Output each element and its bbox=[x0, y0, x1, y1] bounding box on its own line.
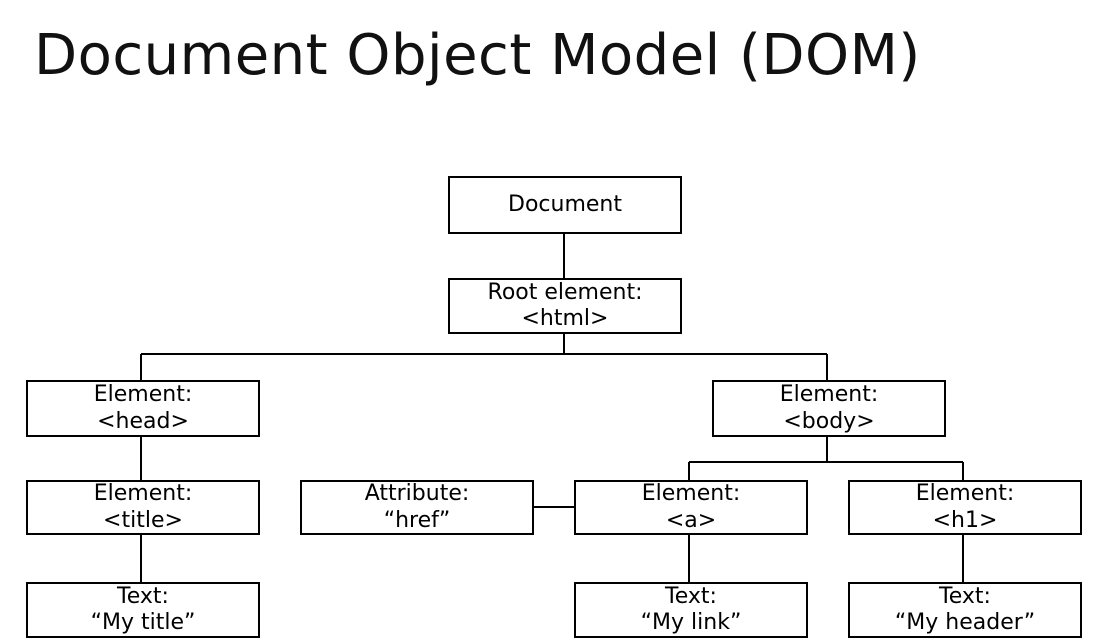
node-text-link-label: Text: bbox=[665, 583, 717, 609]
node-text-my-link: Text: “My link” bbox=[574, 582, 808, 638]
node-h1-label: Element: bbox=[915, 481, 1015, 507]
node-a-element: Element: <a> bbox=[574, 480, 808, 535]
node-root-tag: <html> bbox=[521, 306, 609, 331]
node-h1-element: Element: <h1> bbox=[848, 480, 1082, 535]
node-head-label: Element: bbox=[93, 382, 193, 408]
node-text-my-header: Text: “My header” bbox=[848, 582, 1082, 638]
node-head-tag: <head> bbox=[97, 408, 189, 434]
node-a-label: Element: bbox=[641, 481, 741, 507]
node-root-element: Root element: <html> bbox=[448, 278, 682, 334]
node-document-label: Document bbox=[508, 191, 622, 217]
node-title-element: Element: <title> bbox=[26, 480, 260, 535]
node-text-title-label: Text: bbox=[117, 583, 169, 609]
node-title-label: Element: bbox=[93, 481, 193, 507]
node-body-tag: <body> bbox=[783, 408, 875, 434]
node-text-my-title: Text: “My title” bbox=[26, 582, 260, 638]
node-head-element: Element: <head> bbox=[26, 380, 260, 437]
page-title: Document Object Model (DOM) bbox=[34, 23, 921, 88]
node-text-header-value: “My header” bbox=[894, 610, 1036, 635]
node-attribute-href: Attribute: “href” bbox=[300, 480, 534, 535]
node-h1-tag: <h1> bbox=[932, 507, 998, 533]
node-text-header-label: Text: bbox=[939, 583, 991, 609]
node-document: Document bbox=[448, 176, 682, 234]
node-text-link-value: “My link” bbox=[640, 610, 742, 635]
node-title-tag: <title> bbox=[103, 507, 183, 533]
node-body-label: Element: bbox=[779, 382, 879, 408]
node-attribute-label: Attribute: bbox=[364, 481, 470, 507]
node-attribute-value: “href” bbox=[383, 507, 451, 533]
node-a-tag: <a> bbox=[665, 507, 717, 533]
node-body-element: Element: <body> bbox=[712, 380, 946, 437]
node-text-title-value: “My title” bbox=[90, 610, 196, 635]
node-root-label: Root element: bbox=[487, 279, 643, 305]
